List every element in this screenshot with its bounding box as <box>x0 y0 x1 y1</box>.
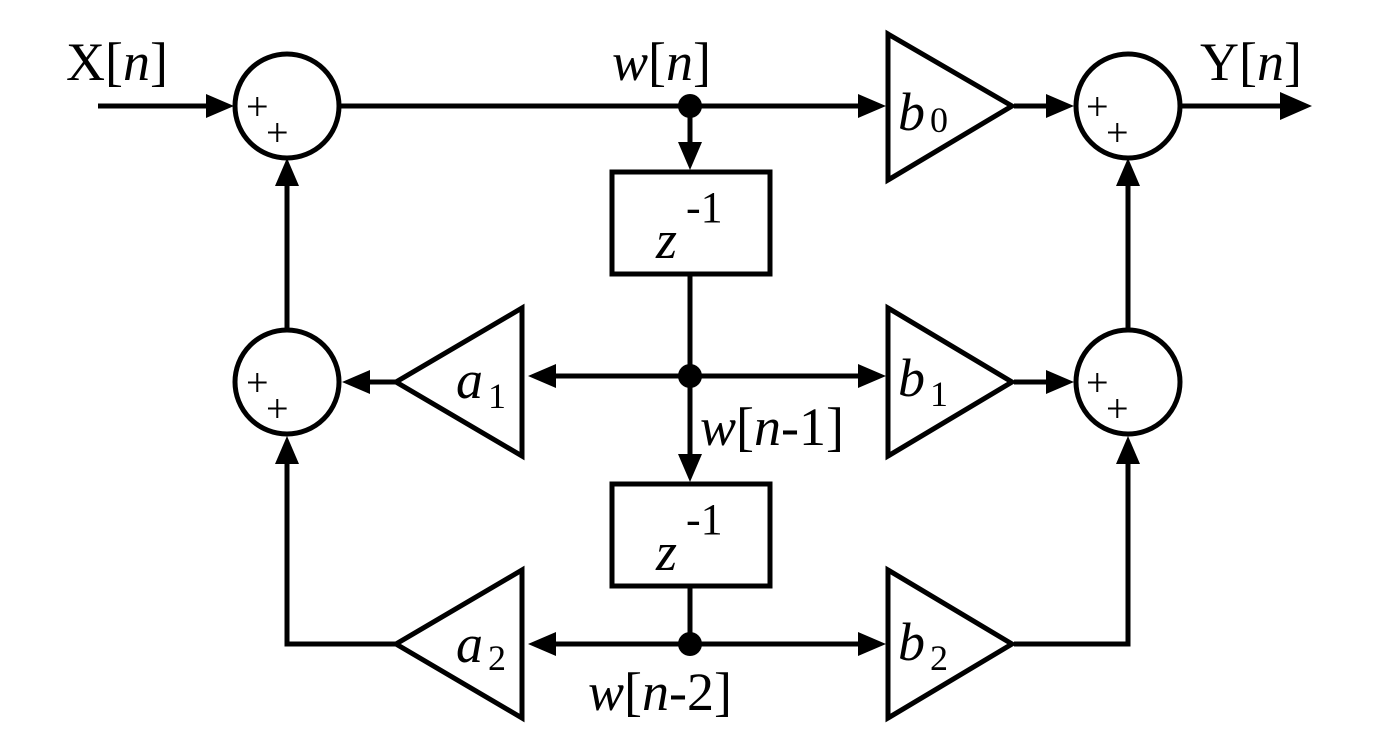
summer-sign: + <box>266 386 289 431</box>
delay-exponent: -1 <box>686 183 723 232</box>
arrow-input <box>206 94 234 118</box>
label-input-signal: X[n] <box>66 32 168 92</box>
label-w-n: w[n] <box>612 32 711 92</box>
arrow-to-b2 <box>858 632 886 656</box>
delay-exponent: -1 <box>686 495 723 544</box>
wires <box>98 103 1282 647</box>
summer-sign: + <box>1106 110 1129 155</box>
gain-a1: a 1 <box>391 303 525 461</box>
gain-a2: a 2 <box>391 565 525 723</box>
gain-symbol: b <box>898 348 925 408</box>
gain-subscript: 1 <box>930 374 948 414</box>
gain-b2: b 2 <box>885 565 1017 723</box>
gain-subscript: 2 <box>488 638 506 678</box>
arrow-output <box>1280 92 1312 120</box>
wire-b2-out <box>1014 462 1131 647</box>
summer-sign: + <box>1086 360 1109 405</box>
delay-block-1: z -1 <box>609 169 773 277</box>
arrow-to-delay2 <box>678 454 702 482</box>
gain-symbol: b <box>898 612 925 672</box>
gain-subscript: 2 <box>930 638 948 678</box>
summer-output-top: + + <box>1073 51 1183 161</box>
summer-input-top: + + <box>232 51 342 161</box>
arrow-to-a1 <box>528 364 556 388</box>
node-w-n1 <box>678 364 702 388</box>
label-w-n-minus-2: w[n-2] <box>588 662 732 722</box>
delay-block-2: z -1 <box>609 481 773 589</box>
summer-sign: + <box>266 110 289 155</box>
arrow-b2-up <box>1116 436 1140 464</box>
node-w-n2 <box>678 632 702 656</box>
arrowheads <box>206 92 1312 656</box>
arrow-left-up <box>275 158 299 186</box>
arrow-to-delay1 <box>678 142 702 170</box>
gain-b1: b 1 <box>885 303 1017 461</box>
summer-input-mid: + + <box>232 327 342 437</box>
delay-base: z <box>655 522 677 582</box>
arrow-b0-to-sum <box>1046 94 1074 118</box>
arrow-a1-to-sum <box>342 370 370 394</box>
gain-symbol: b <box>898 82 925 142</box>
summer-sign: + <box>246 84 269 129</box>
gain-b0: b 0 <box>885 29 1017 185</box>
arrow-to-b0 <box>858 94 886 118</box>
delay-base: z <box>655 210 677 270</box>
arrow-to-a2 <box>528 632 556 656</box>
wire-a2-out <box>284 462 398 647</box>
arrow-a2-up <box>275 436 299 464</box>
summer-output-mid: + + <box>1073 327 1183 437</box>
arrow-to-b1 <box>858 364 886 388</box>
label-w-n-minus-1: w[n-1] <box>700 397 844 457</box>
arrow-b1-to-sum <box>1046 370 1074 394</box>
gain-subscript: 0 <box>930 100 948 140</box>
arrow-right-up <box>1116 158 1140 186</box>
summer-sign: + <box>246 360 269 405</box>
label-output-signal: Y[n] <box>1200 32 1302 92</box>
gain-symbol: a <box>456 614 483 674</box>
summer-sign: + <box>1086 84 1109 129</box>
gain-symbol: a <box>456 350 483 410</box>
summer-sign: + <box>1106 386 1129 431</box>
gain-subscript: 1 <box>488 376 506 416</box>
node-w-n <box>678 94 702 118</box>
